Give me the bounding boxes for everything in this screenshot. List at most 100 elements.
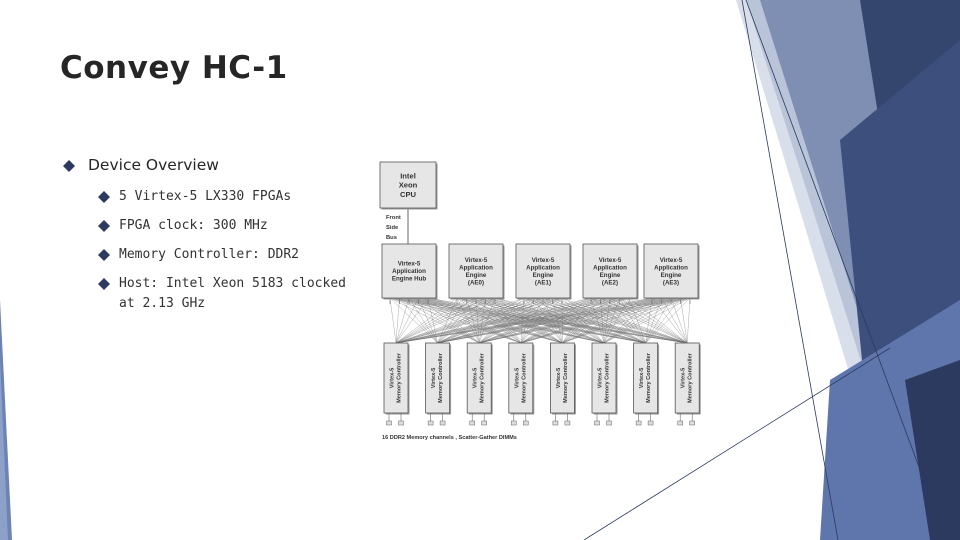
block-label: Memory Controller [688, 352, 694, 403]
interconnect-wire [395, 297, 672, 344]
interconnect-wire [562, 297, 681, 344]
block-label: Application [459, 264, 493, 271]
dimm-slot [594, 420, 600, 426]
interconnect-wire [395, 297, 486, 344]
interconnect-wire [520, 297, 681, 344]
diamond-bullet-icon [98, 191, 110, 203]
block-label: Application [526, 264, 560, 271]
interconnect-wire [562, 297, 653, 344]
interconnect-wire [520, 297, 691, 344]
interconnect-wire [395, 297, 611, 344]
interconnect-wire [520, 297, 563, 344]
interconnect-wire [395, 297, 653, 344]
interconnect-wire [600, 297, 688, 344]
block-label: Memory Controller [646, 352, 652, 403]
interconnect-wire [427, 297, 480, 344]
interconnect-wire [561, 297, 646, 344]
interconnect-wire [520, 297, 672, 344]
interconnect-wire [603, 297, 681, 344]
block-label: Memory Controller [521, 352, 527, 403]
interconnect-wire [395, 297, 525, 344]
dimm-slot [523, 420, 529, 426]
interconnect-wire [395, 297, 419, 344]
interconnect-wire [533, 297, 605, 344]
dimm-slot [398, 420, 404, 426]
dimm-slot [469, 420, 475, 426]
interconnect-wire [395, 297, 458, 344]
interconnect-wire [456, 297, 688, 344]
sub-bullet-text: Memory Controller: DDR2 [119, 247, 300, 262]
sub-bullet: Memory Controller: DDR2 [62, 245, 352, 265]
interconnect-wire [645, 297, 653, 344]
interconnect-wire [395, 297, 592, 344]
block-label: Memory Controller [438, 352, 444, 403]
interconnect-wire [395, 297, 681, 344]
block-label: Application [593, 264, 627, 271]
block-label: Virtex-5 [514, 368, 520, 388]
interconnect-wire [687, 297, 691, 344]
dimm-slot [689, 420, 695, 426]
interconnect-wire [645, 297, 672, 344]
interconnect-wire [479, 297, 592, 344]
interconnect-wire [590, 297, 688, 344]
interconnect-wire [603, 297, 653, 344]
interconnect-wire [562, 297, 691, 344]
dimm-slot [427, 420, 434, 426]
interconnect-wire [590, 297, 646, 344]
block-label: Intel [400, 172, 416, 181]
block-label: Virtex-5 [598, 368, 604, 388]
block-label: Memory Controller [397, 352, 403, 403]
block-label: Virtex-5 [556, 368, 562, 388]
interconnect-wire [520, 297, 592, 344]
interconnect-wire [561, 297, 605, 344]
interconnect-wire [603, 297, 691, 344]
block-label: Engine [661, 272, 682, 279]
interconnect-wire [670, 297, 688, 344]
sub-bullet-text: Host: Intel Xeon 5183 clocked at 2.13 GH… [119, 276, 346, 311]
interconnect-wire [456, 297, 563, 344]
block-label: Engine Hub [392, 276, 427, 283]
interconnect-wire [479, 297, 681, 344]
interconnect-wire [437, 297, 534, 344]
interconnect-wire [395, 297, 534, 344]
interconnect-wire [427, 297, 438, 344]
block-label: (AE1) [535, 279, 551, 286]
diagram-caption: 16 DDR2 Memory channels , Scatter-Gather… [382, 435, 517, 441]
sub-bullet-text: FPGA clock: 300 MHz [119, 218, 268, 233]
dimm-slot [564, 420, 571, 426]
block-label: Virtex-5 [390, 368, 396, 388]
interconnect-wire [479, 297, 691, 344]
interconnect-wire [395, 297, 601, 344]
interconnect-wire [533, 297, 563, 344]
interconnect-wire [520, 297, 553, 344]
block-label: (AE3) [663, 279, 679, 286]
interconnect-wire [520, 297, 601, 344]
interconnect-wires [389, 208, 691, 344]
interconnect-wire [562, 297, 592, 344]
block-label: Engine [533, 272, 554, 279]
interconnect-wire [562, 297, 672, 344]
interconnect-wire [479, 297, 662, 344]
interconnect-wire [479, 297, 525, 344]
dimm-slot [439, 420, 446, 426]
interconnect-wire [479, 297, 553, 344]
dimm-slot [606, 420, 612, 426]
interconnect-wire [437, 297, 553, 344]
interconnect-wire [552, 297, 646, 344]
dimm-slot [386, 420, 392, 426]
interconnect-wire [479, 297, 534, 344]
interconnect-wire [389, 297, 605, 344]
block-label: Xeon [399, 181, 418, 190]
interconnect-wire [395, 297, 553, 344]
interconnect-wire [395, 297, 477, 344]
block-label: Virtex-5 [431, 368, 437, 388]
